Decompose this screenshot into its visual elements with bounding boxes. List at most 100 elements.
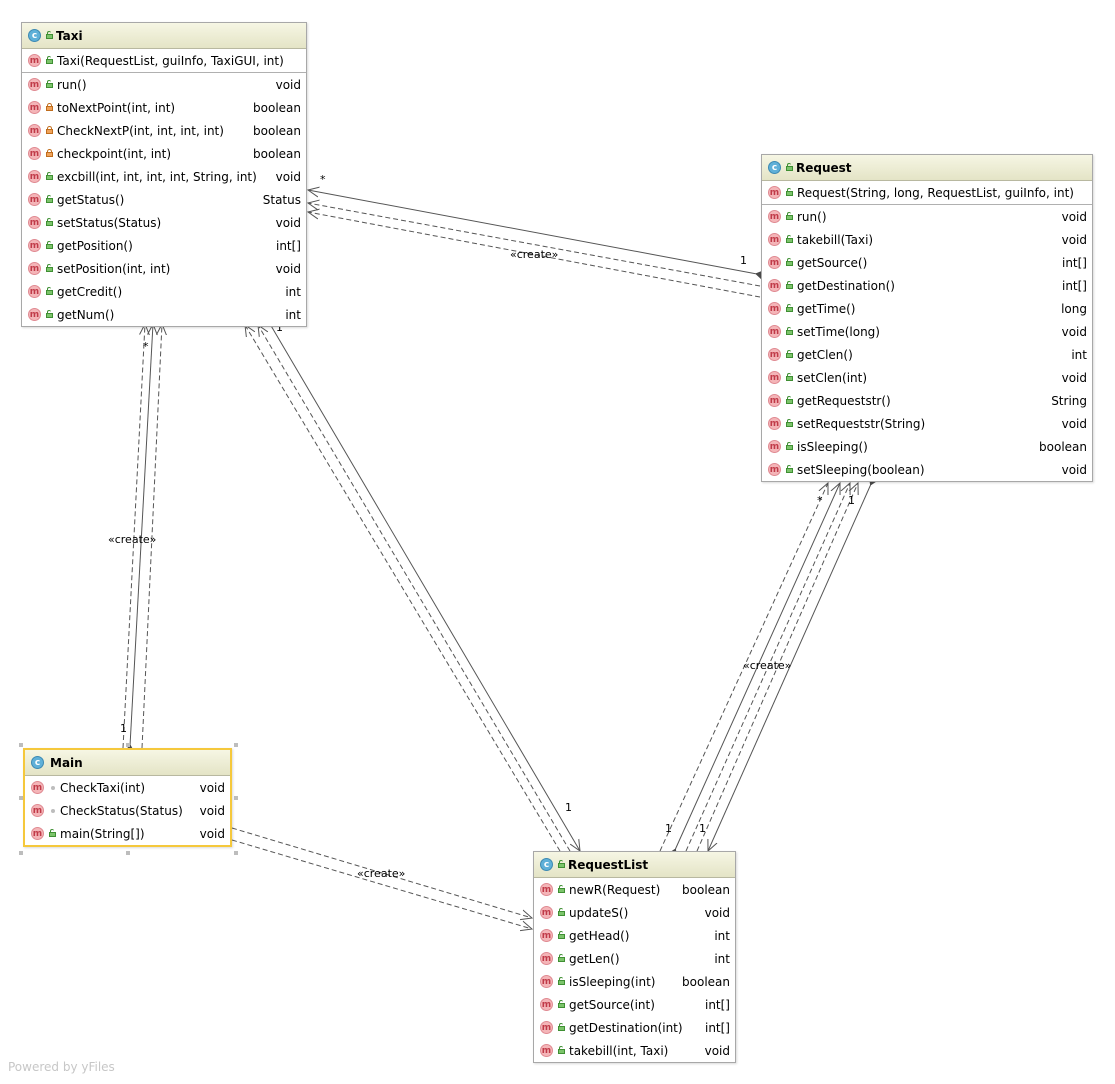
selection-handle[interactable] [126, 851, 130, 855]
method-signature: isSleeping(int) [569, 974, 656, 989]
public-lock-icon [48, 829, 57, 838]
method-return-type: void [1061, 416, 1087, 431]
method-signature: setSleeping(boolean) [797, 462, 925, 477]
selection-handle[interactable] [234, 796, 238, 800]
method-return-type: boolean [253, 100, 301, 115]
method-return-type: int [1071, 347, 1087, 362]
constructor-signature: Taxi(RequestList, guiInfo, TaxiGUI, int) [57, 53, 284, 68]
method-signature: getSource() [797, 255, 868, 270]
method-signature: getHead() [569, 928, 630, 943]
selection-handle[interactable] [234, 851, 238, 855]
edge-main-requestlist-create-1 [231, 827, 532, 918]
multiplicity-label: 1 [276, 321, 283, 334]
multiplicity-label: 1 [740, 254, 747, 267]
public-lock-icon [557, 1046, 566, 1055]
method-icon: m [28, 262, 41, 275]
public-lock-icon [785, 188, 794, 197]
public-lock-icon [785, 304, 794, 313]
selection-handle[interactable] [126, 743, 130, 747]
method-return-type: void [275, 77, 301, 92]
method-icon: m [768, 256, 781, 269]
method-signature: CheckTaxi(int) [60, 780, 146, 795]
method-signature: excbill(int, int, int, int, String, int) [57, 169, 257, 184]
create-stereotype-label: «create» [743, 659, 792, 672]
class-icon: c [540, 858, 553, 871]
package-dot-icon [48, 806, 57, 815]
public-lock-icon [785, 396, 794, 405]
method-return-type: void [275, 261, 301, 276]
selection-handle[interactable] [19, 796, 23, 800]
edge-request-taxi-create-2 [308, 212, 761, 298]
class-header[interactable]: c Request [762, 155, 1092, 181]
selection-handle[interactable] [19, 851, 23, 855]
method-signature: newR(Request) [569, 882, 661, 897]
multiplicity-label: 1 [120, 722, 127, 735]
method-signature: getPosition() [57, 238, 133, 253]
method-icon: m [28, 124, 41, 137]
edge-request-taxi-association [308, 190, 757, 274]
method-signature: getRequeststr() [797, 393, 891, 408]
class-icon: c [28, 29, 41, 42]
method-return-type: int [714, 951, 730, 966]
class-header[interactable]: c RequestList [534, 852, 735, 878]
public-lock-icon [785, 163, 794, 172]
package-dot-icon [48, 783, 57, 792]
method-icon: m [28, 54, 41, 67]
method-return-type: boolean [253, 123, 301, 138]
constructor-row[interactable]: m Request(String, long, RequestList, gui… [762, 181, 1092, 204]
public-lock-icon [45, 172, 54, 181]
method-signature: CheckStatus(Status) [60, 803, 183, 818]
class-taxi[interactable]: c Taxi m Taxi(RequestList, guiInfo, Taxi… [21, 22, 307, 327]
method-icon: m [768, 463, 781, 476]
method-icon: m [768, 302, 781, 315]
method-signature: run() [797, 209, 827, 224]
class-header[interactable]: c Taxi [22, 23, 306, 49]
selection-handle[interactable] [234, 743, 238, 747]
constructor-row[interactable]: m Taxi(RequestList, guiInfo, TaxiGUI, in… [22, 49, 306, 72]
method-return-type: int [714, 928, 730, 943]
class-header[interactable]: c Main [25, 750, 230, 776]
constructor-section: m Taxi(RequestList, guiInfo, TaxiGUI, in… [22, 49, 306, 73]
method-signature: toNextPoint(int, int) [57, 100, 176, 115]
class-request[interactable]: c Request m Request(String, long, Reques… [761, 154, 1093, 482]
method-icon: m [768, 233, 781, 246]
selection-handle[interactable] [19, 743, 23, 747]
method-return-type: int [285, 307, 301, 322]
